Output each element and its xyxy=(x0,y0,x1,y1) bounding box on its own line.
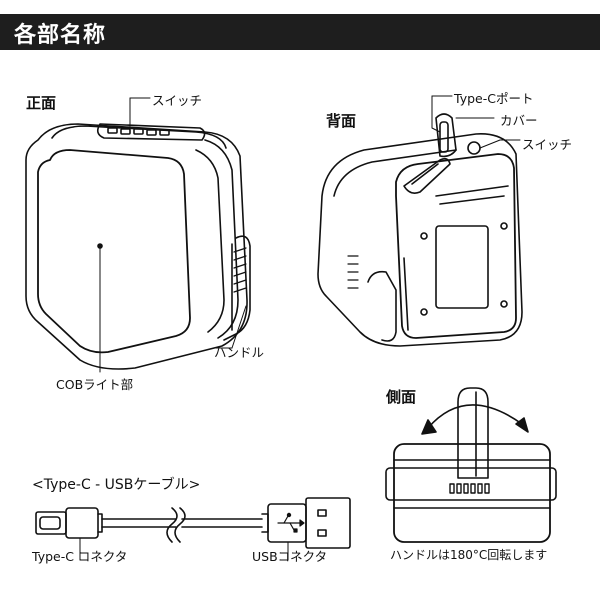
usb-connector-label: USBコネクタ xyxy=(252,549,328,564)
front-heading: 正面 xyxy=(26,94,57,112)
back-cover-label: カバー xyxy=(500,113,538,128)
back-switch-label: スイッチ xyxy=(522,137,573,152)
front-switch-label: スイッチ xyxy=(152,93,203,108)
cable-illustration xyxy=(35,497,351,561)
typec-connector-label: Type-C コネクタ xyxy=(32,549,128,564)
back-heading: 背面 xyxy=(326,112,357,130)
usb-symbol-icon xyxy=(277,512,305,533)
front-switch-buttons xyxy=(107,127,170,136)
side-heading: 側面 xyxy=(386,388,417,406)
front-handle-label: ハンドル xyxy=(214,345,265,360)
front-view-illustration xyxy=(25,97,251,373)
side-switch-marks xyxy=(449,483,490,494)
rotation-arrow xyxy=(427,404,523,429)
back-typec-port-label: Type-Cポート xyxy=(454,91,534,106)
front-cob-label: COBライト部 xyxy=(56,377,134,392)
cable-break-symbol xyxy=(166,507,178,543)
cob-light-panel xyxy=(37,149,191,354)
side-rotation-note: ハンドルは180°C回転します xyxy=(390,548,548,562)
cable-title: <Type-C - USBケーブル> xyxy=(32,477,201,493)
back-view-illustration xyxy=(317,95,523,347)
side-view-illustration xyxy=(385,387,557,543)
section-header: 各部名称 xyxy=(0,14,600,50)
page-title: 各部名称 xyxy=(14,23,107,48)
